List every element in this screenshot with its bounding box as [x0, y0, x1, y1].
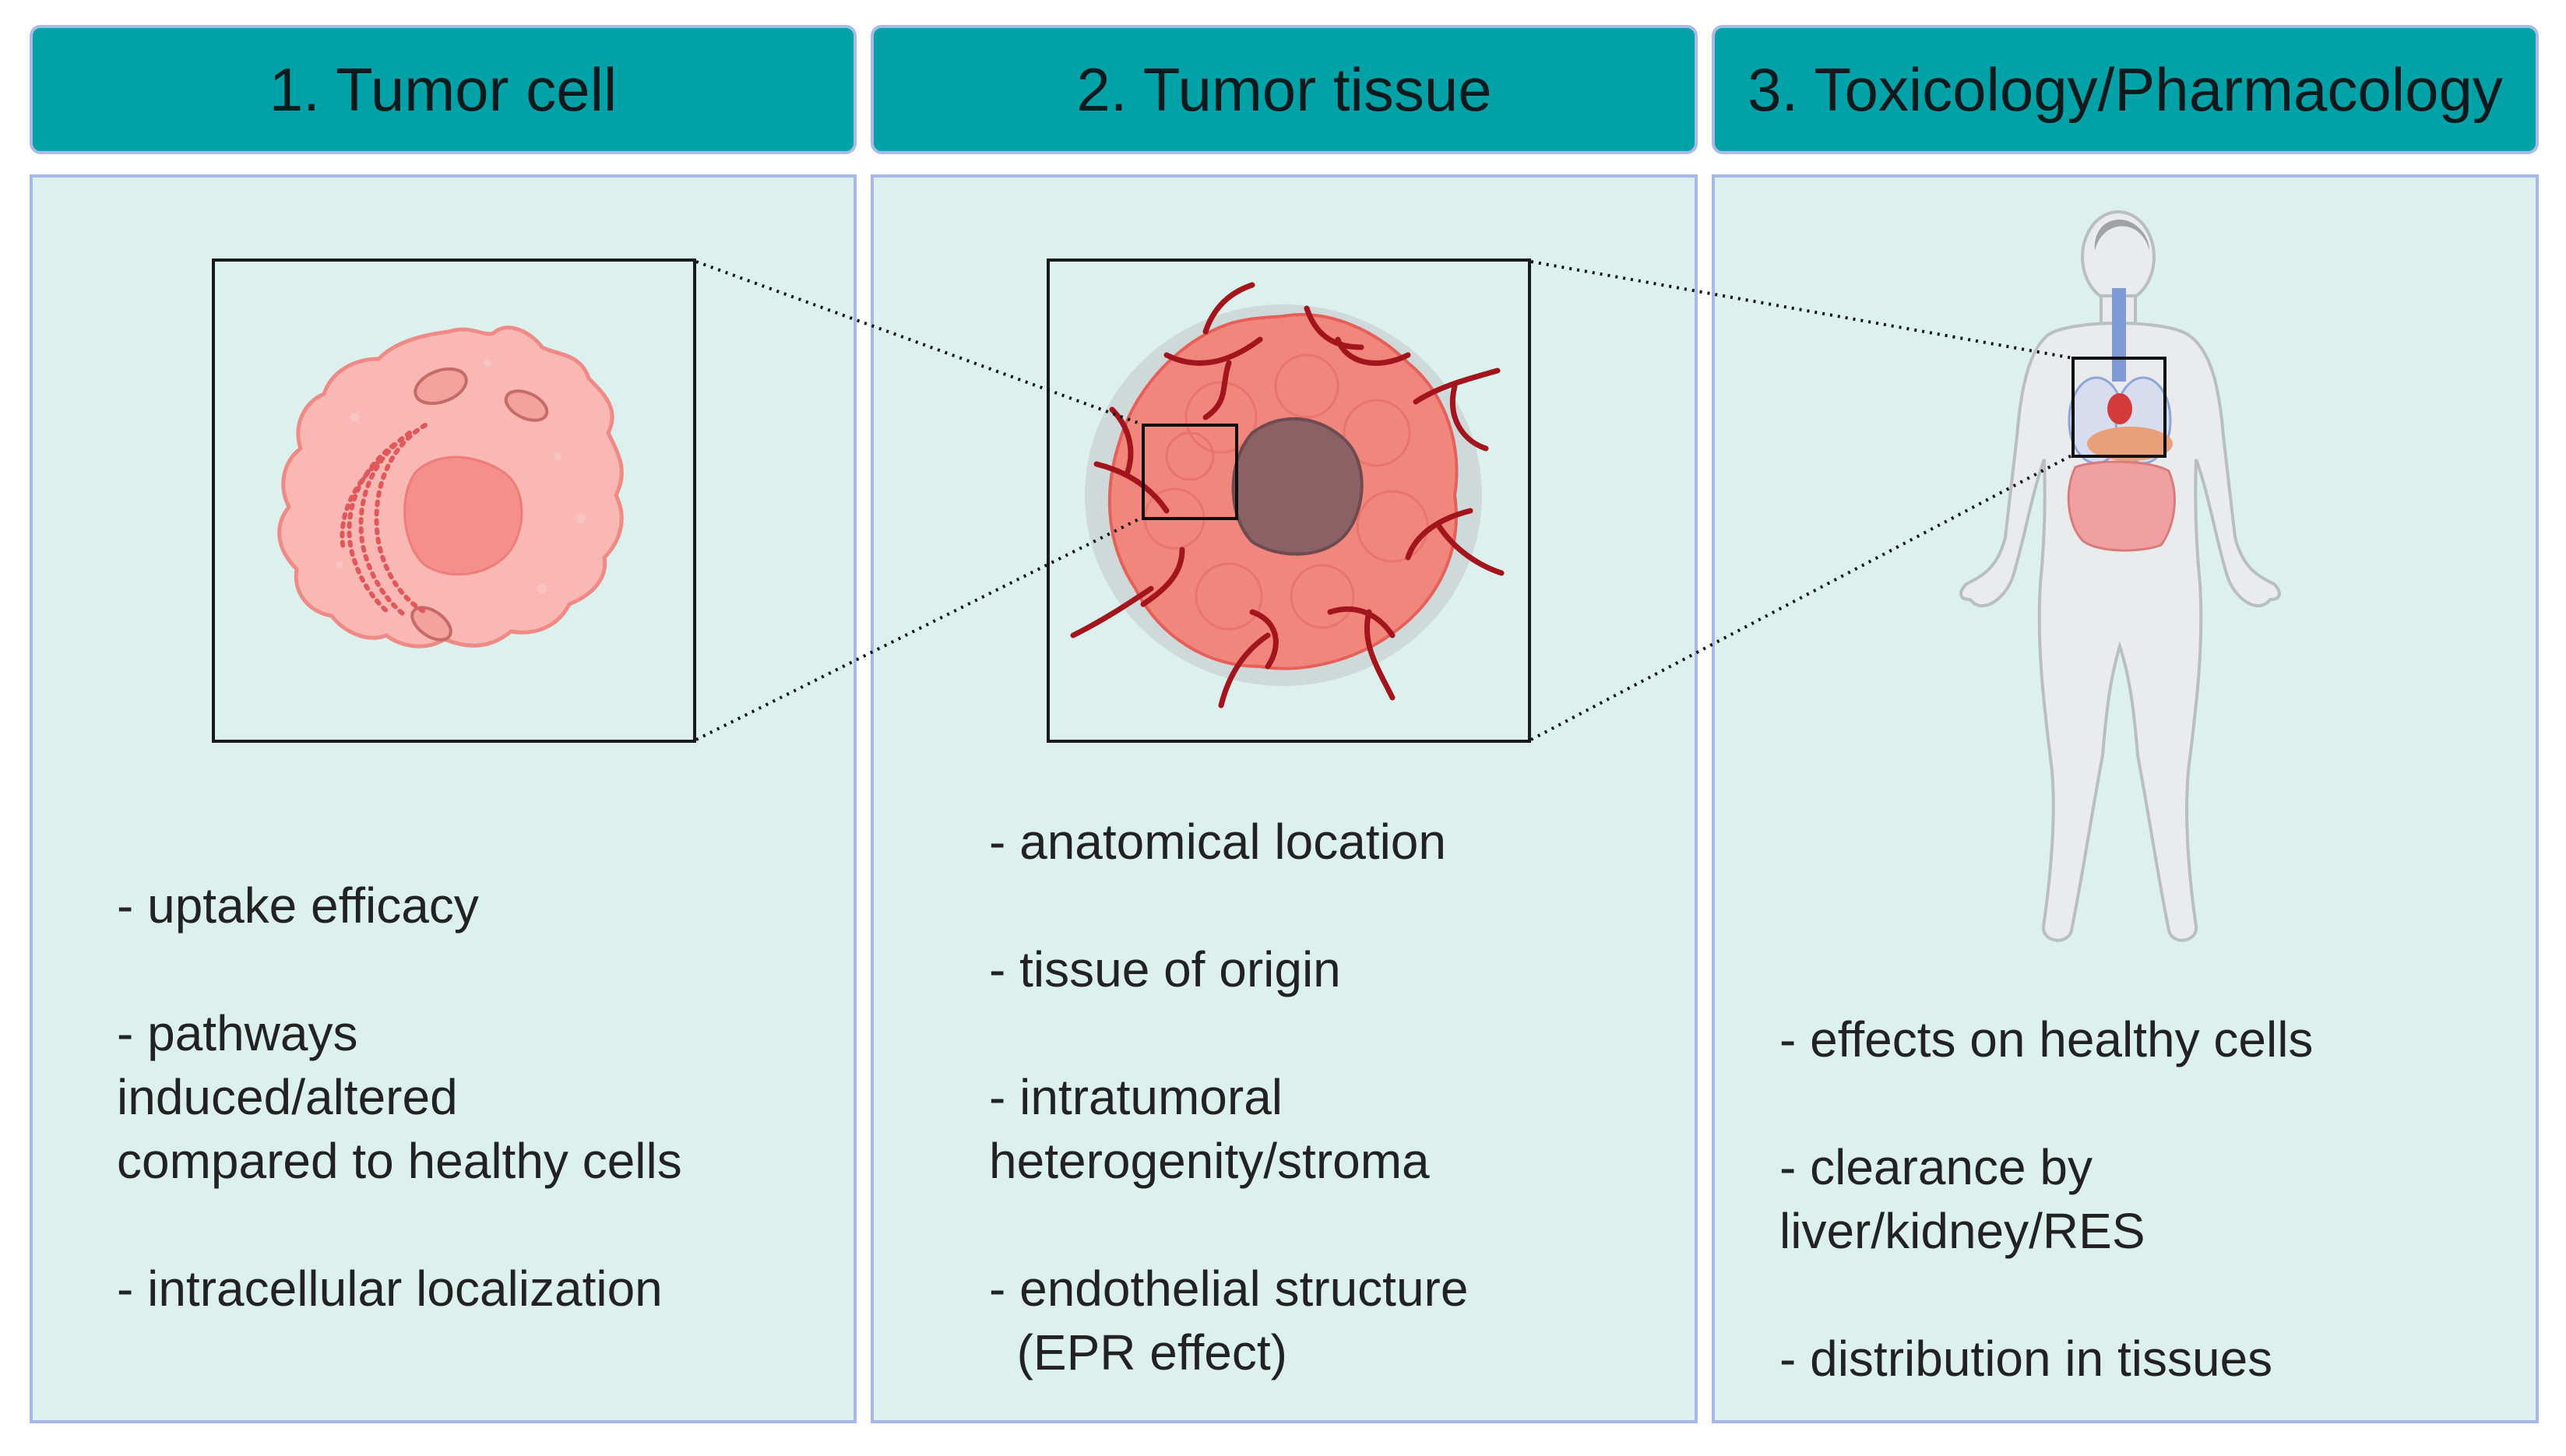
- bullets-tumor-cell: - uptake efficacy - pathways induced/alt…: [117, 874, 682, 1321]
- bullet-text: - effects on healthy cells: [1779, 1011, 2314, 1067]
- bullet-text: - intratumoral: [989, 1069, 1283, 1125]
- bullet-text: - pathways: [117, 1005, 358, 1061]
- tumor-cell-frame: [212, 258, 696, 743]
- bullet-text: induced/altered: [117, 1069, 458, 1125]
- bullet-text: - clearance by: [1779, 1139, 2093, 1195]
- bullet-text: - distribution in tissues: [1779, 1331, 2273, 1387]
- bullet-text: - endothelial structure: [989, 1261, 1469, 1317]
- bullet-text: (EPR effect): [989, 1324, 1287, 1380]
- bullet-text: - anatomical location: [989, 814, 1446, 870]
- header-tumor-tissue-label: 2. Tumor tissue: [1076, 55, 1492, 124]
- bullet-text: compared to healthy cells: [117, 1133, 682, 1189]
- bullet-text: - tissue of origin: [989, 941, 1341, 997]
- tumor-cell-icon: [277, 325, 624, 649]
- bullets-toxicology: - effects on healthy cells - clearance b…: [1779, 1008, 2313, 1391]
- tumor-tissue-frame: [1047, 258, 1531, 743]
- bullet-text: - intracellular localization: [117, 1261, 663, 1317]
- bullet-text: heterogenity/stroma: [989, 1133, 1430, 1189]
- tumor-tissue-icon: [1070, 282, 1505, 709]
- bullets-tumor-tissue: - anatomical location - tissue of origin…: [989, 810, 1468, 1384]
- header-tumor-cell-label: 1. Tumor cell: [269, 55, 618, 124]
- human-body-figure: [1916, 210, 2321, 958]
- bullet-text: liver/kidney/RES: [1779, 1203, 2145, 1259]
- header-toxicology: 3. Toxicology/Pharmacology: [1712, 25, 2539, 154]
- header-toxicology-label: 3. Toxicology/Pharmacology: [1748, 55, 2503, 124]
- human-body-icon: [1959, 210, 2281, 942]
- bullet-text: - uptake efficacy: [117, 877, 479, 934]
- header-tumor-cell: 1. Tumor cell: [30, 25, 857, 154]
- header-tumor-tissue: 2. Tumor tissue: [871, 25, 1698, 154]
